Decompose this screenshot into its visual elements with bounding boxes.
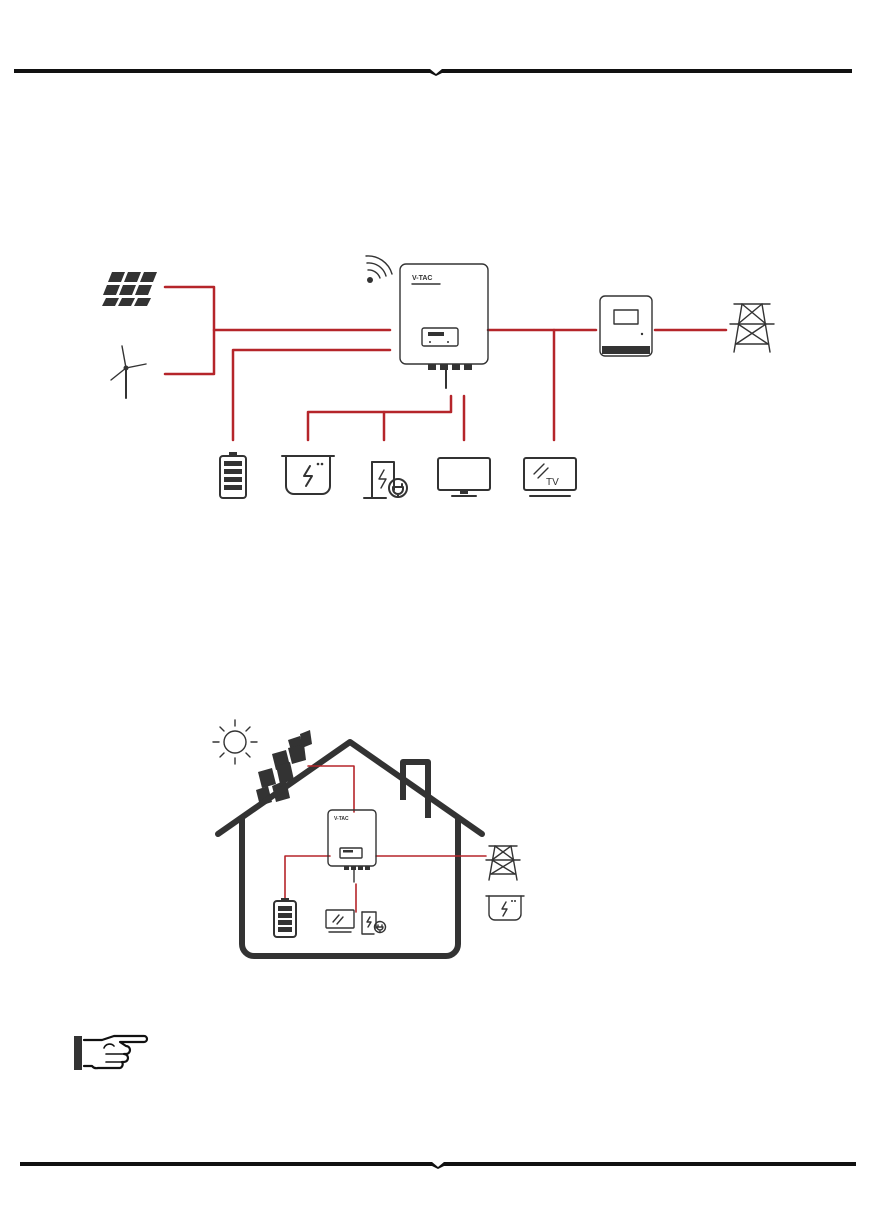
system-schematic: V-TAC bbox=[102, 256, 774, 498]
monitor-icon bbox=[438, 458, 490, 496]
wifi-icon bbox=[366, 256, 392, 283]
bottom-divider-rule bbox=[20, 1162, 856, 1169]
smart-meter-icon bbox=[600, 296, 652, 356]
inverter-icon: V-TAC bbox=[328, 810, 376, 882]
sun-icon bbox=[213, 720, 257, 764]
ev-charger-icon bbox=[364, 462, 407, 498]
top-divider-rule bbox=[14, 69, 852, 76]
solar-panel-icon bbox=[102, 272, 157, 306]
wind-turbine-icon bbox=[111, 346, 146, 398]
power-grid-tower-icon bbox=[730, 304, 774, 352]
pointing-hand-icon bbox=[74, 1036, 147, 1070]
battery-icon bbox=[220, 452, 246, 498]
power-bank-icon bbox=[486, 896, 524, 920]
solar-panel-icon bbox=[256, 730, 312, 806]
inverter-brand-logo-small: V-TAC bbox=[334, 816, 349, 822]
house-icon bbox=[218, 742, 482, 956]
tv-icon: TV bbox=[524, 458, 576, 496]
house-installation-diagram: V-TAC bbox=[213, 720, 524, 956]
power-grid-tower-icon bbox=[486, 846, 520, 880]
inverter-icon: V-TAC bbox=[400, 264, 488, 388]
inverter-brand-logo: V-TAC bbox=[412, 275, 432, 282]
power-bank-icon bbox=[282, 456, 334, 494]
tv-label: TV bbox=[546, 477, 559, 488]
battery-icon bbox=[274, 898, 296, 937]
tv-icon bbox=[326, 910, 354, 932]
ev-charger-icon bbox=[362, 912, 386, 934]
